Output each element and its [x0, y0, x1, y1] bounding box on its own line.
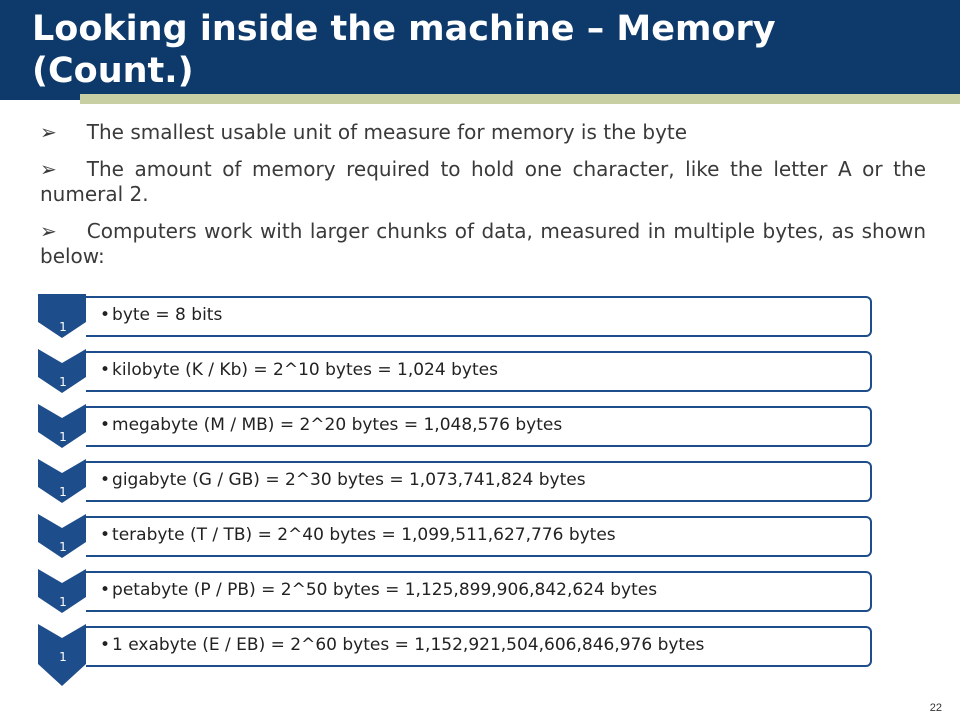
unit-text: byte = 8 bits	[100, 305, 222, 325]
bullet-list: ➢ The smallest usable unit of measure for…	[40, 120, 926, 281]
unit-row: kilobyte (K / Kb) = 2^10 bytes = 1,024 b…	[36, 349, 876, 404]
step-number: 1	[59, 485, 67, 499]
unit-box: 1 exabyte (E / EB) = 2^60 bytes = 1,152,…	[86, 626, 872, 667]
arrow-bullet-icon: ➢	[40, 157, 57, 181]
unit-box: kilobyte (K / Kb) = 2^10 bytes = 1,024 b…	[86, 351, 872, 392]
arrow-bullet-icon: ➢	[40, 120, 57, 144]
bullet-item: ➢ The smallest usable unit of measure for…	[40, 120, 926, 145]
chevron-icon: 1	[36, 404, 88, 490]
memory-unit-list: byte = 8 bits 1 kilobyte (K / Kb) = 2^10…	[36, 294, 876, 686]
unit-text: terabyte (T / TB) = 2^40 bytes = 1,099,5…	[100, 525, 616, 545]
unit-row: terabyte (T / TB) = 2^40 bytes = 1,099,5…	[36, 514, 876, 569]
arrow-bullet-icon: ➢	[40, 219, 57, 243]
chevron-icon: 1	[36, 569, 88, 655]
slide-title: Looking inside the machine – Memory (Cou…	[32, 9, 776, 91]
unit-row: byte = 8 bits 1	[36, 294, 876, 349]
step-number: 1	[59, 320, 67, 334]
step-number: 1	[59, 650, 67, 664]
chevron-icon: 1	[36, 294, 88, 380]
chevron-icon: 1	[36, 459, 88, 545]
unit-text: 1 exabyte (E / EB) = 2^60 bytes = 1,152,…	[100, 635, 704, 655]
unit-text: megabyte (M / MB) = 2^20 bytes = 1,048,5…	[100, 415, 562, 435]
chevron-icon: 1	[36, 349, 88, 435]
chevron-icon: 1	[36, 624, 88, 710]
step-number: 1	[59, 595, 67, 609]
step-number: 1	[59, 430, 67, 444]
unit-box: byte = 8 bits	[86, 296, 872, 337]
bullet-item: ➢The amount of memory required to hold o…	[40, 157, 926, 207]
unit-box: megabyte (M / MB) = 2^20 bytes = 1,048,5…	[86, 406, 872, 447]
unit-box: terabyte (T / TB) = 2^40 bytes = 1,099,5…	[86, 516, 872, 557]
unit-text: petabyte (P / PB) = 2^50 bytes = 1,125,8…	[100, 580, 657, 600]
accent-stripe	[80, 94, 960, 104]
unit-box: petabyte (P / PB) = 2^50 bytes = 1,125,8…	[86, 571, 872, 612]
unit-text: gigabyte (G / GB) = 2^30 bytes = 1,073,7…	[100, 470, 586, 490]
bullet-text: The smallest usable unit of measure for …	[86, 120, 688, 144]
bullet-item: ➢Computers work with larger chunks of da…	[40, 219, 926, 269]
step-number: 1	[59, 375, 67, 389]
unit-row: gigabyte (G / GB) = 2^30 bytes = 1,073,7…	[36, 459, 876, 514]
page-number: 22	[929, 702, 942, 714]
unit-box: gigabyte (G / GB) = 2^30 bytes = 1,073,7…	[86, 461, 872, 502]
bullet-text: Computers work with larger chunks of dat…	[40, 219, 926, 268]
bullet-text: The amount of memory required to hold on…	[40, 157, 926, 206]
unit-row: megabyte (M / MB) = 2^20 bytes = 1,048,5…	[36, 404, 876, 459]
unit-row: petabyte (P / PB) = 2^50 bytes = 1,125,8…	[36, 569, 876, 624]
unit-row: 1 exabyte (E / EB) = 2^60 bytes = 1,152,…	[36, 624, 876, 686]
chevron-icon: 1	[36, 514, 88, 600]
step-number: 1	[59, 540, 67, 554]
title-bar	[0, 0, 960, 100]
unit-text: kilobyte (K / Kb) = 2^10 bytes = 1,024 b…	[100, 360, 498, 380]
